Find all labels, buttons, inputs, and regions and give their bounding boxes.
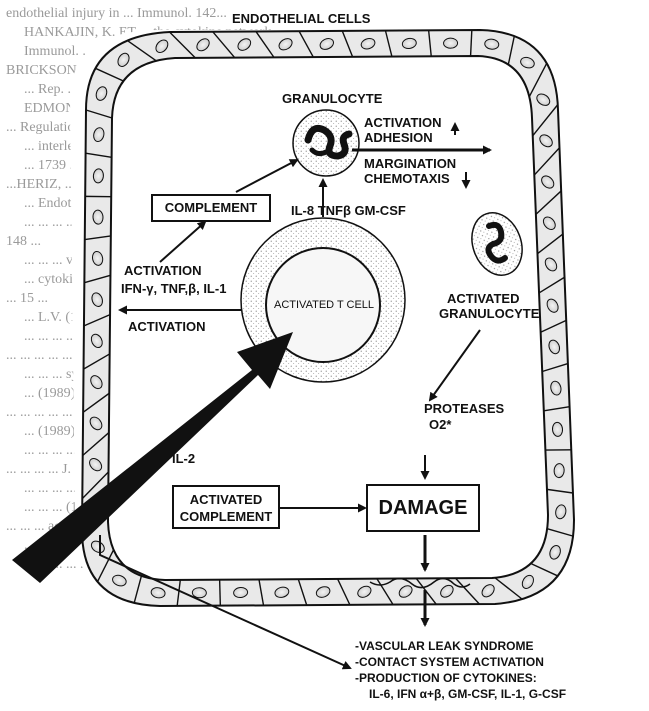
il2-label: IL-2: [172, 452, 195, 466]
endothelial-cell-nucleus: [443, 38, 457, 48]
endothelial-cell-nucleus: [93, 210, 104, 225]
granulocyte-cell: [293, 110, 359, 176]
endothelial-cell-nucleus: [554, 463, 565, 478]
left-cytokines-label: IFN-γ, TNF,β, IL-1: [121, 282, 226, 296]
activation-lower-label: ACTIVATION: [128, 320, 206, 334]
activated-t-cell-label: ACTIVATED T CELL: [274, 299, 374, 311]
margination-label: MARGINATION: [364, 157, 456, 171]
proteases-label: PROTEASES: [424, 402, 504, 416]
outcome-contact-system: -CONTACT SYSTEM ACTIVATION: [355, 656, 544, 669]
adhesion-label: ADHESION: [364, 131, 433, 145]
outcome-vascular-leak: -VASCULAR LEAK SYNDROME: [355, 640, 533, 653]
activation-right-label: ACTIVATION: [364, 116, 442, 130]
endothelial-cells-label: ENDOTHELIAL CELLS: [232, 12, 370, 26]
activated-complement-line1: ACTIVATED: [174, 491, 278, 508]
cell-partition: [220, 580, 221, 606]
activated-granulocyte-label-line2: GRANULOCYTE: [439, 307, 539, 321]
oxygen-radicals-label: O2*: [429, 418, 451, 432]
activated-complement-box: ACTIVATED COMPLEMENT: [172, 485, 280, 529]
top-cytokines-label: IL-8 TNFβ GM-CSF: [291, 204, 406, 218]
activation-upper-label: ACTIVATION: [124, 264, 202, 278]
activated-granulocyte-label-line1: ACTIVATED: [447, 292, 519, 306]
outcome-cytokine-production: -PRODUCTION OF CYTOKINES:: [355, 672, 537, 685]
complement-box: COMPLEMENT: [151, 194, 271, 222]
granulocyte-label: GRANULOCYTE: [282, 92, 382, 106]
endothelial-cell-nucleus: [192, 587, 206, 598]
outcome-cytokine-list: IL-6, IFN α+β, GM-CSF, IL-1, G-CSF: [369, 688, 566, 701]
activated-complement-line2: COMPLEMENT: [174, 508, 278, 525]
damage-box: DAMAGE: [366, 484, 480, 532]
damage-label: DAMAGE: [379, 497, 468, 519]
complement-label: COMPLEMENT: [165, 200, 257, 215]
chemotaxis-label: CHEMOTAXIS: [364, 172, 450, 186]
